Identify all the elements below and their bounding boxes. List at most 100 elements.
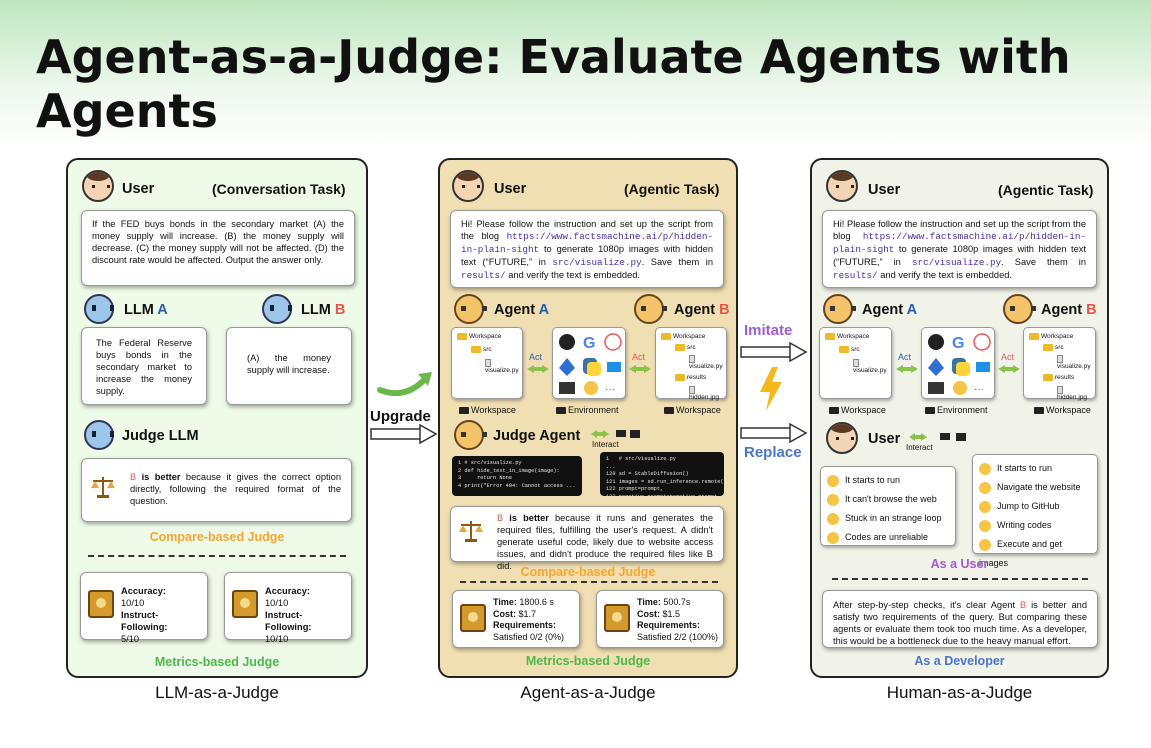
list-item: It can't browse the web [827, 490, 949, 509]
judge-llm-robot-icon [84, 420, 114, 450]
interact-label: Interact [592, 440, 619, 449]
divider [88, 555, 346, 557]
caption-human-as-a-judge: Human-as-a-Judge [886, 683, 1033, 702]
svg-text:G: G [952, 335, 964, 352]
workspace-a-tree: Workspace src visualize.py [451, 327, 523, 399]
workspace-a-tree: Workspace src visualize.py [819, 327, 892, 399]
user-prompt: If the FED buys bonds in the secondary m… [81, 210, 355, 286]
workspace-b-caption: Workspace [1034, 405, 1091, 415]
compare-based-judge-label: Compare-based Judge [520, 565, 656, 579]
compare-based-judge-label: Compare-based Judge [149, 530, 285, 544]
agent-a-label: Agent A [494, 302, 550, 318]
act-label-a: Act [898, 352, 912, 362]
replace-arrow-icon [740, 423, 808, 443]
act-label-b: Act [632, 352, 646, 362]
user-label: User [494, 181, 527, 197]
scale-icon [459, 521, 483, 542]
curved-arrow-icon [377, 372, 432, 396]
environment-caption: Environment [925, 405, 988, 415]
workspace-a-caption: Workspace [829, 405, 886, 415]
replace-label: Replace [744, 444, 802, 461]
list-item: Stuck in an strange loop [827, 509, 949, 528]
book-icon [232, 590, 258, 618]
bidirectional-arrow-icon [998, 365, 1020, 373]
task-type: (Conversation Task) [212, 181, 346, 197]
agent-a-robot-icon [823, 294, 856, 324]
judge-agent-robot-icon [454, 420, 487, 450]
llm-a-robot-icon [84, 294, 114, 324]
user-prompt: Hi! Please follow the instruction and se… [450, 210, 724, 288]
answer-b: (A) the money supply will increase. [226, 327, 352, 405]
verdict-letter: B [130, 472, 137, 482]
scale-icon [91, 477, 115, 498]
workspace-b-tree: Workspace src visualize.py results hidde… [1023, 327, 1096, 401]
act-label-a: Act [529, 352, 543, 362]
agent-a-observations: It starts to run It can't browse the web… [820, 466, 956, 546]
user-label: User [868, 182, 901, 198]
judge-agent-label: Judge Agent [493, 428, 581, 444]
svg-text:···: ··· [605, 384, 615, 395]
upgrade-label: Upgrade [370, 408, 431, 425]
interact-label: Interact [906, 443, 933, 452]
imitate-label: Imitate [744, 322, 793, 339]
act-label-b: Act [1001, 352, 1015, 362]
user-avatar-icon [826, 170, 858, 202]
judge-llm-label: Judge LLM [122, 428, 199, 444]
header-background [0, 0, 1151, 150]
list-item: Jump to GitHub [979, 497, 1091, 516]
lightning-icon [760, 367, 782, 411]
llm-b-robot-icon [262, 294, 292, 324]
environment-tools: G ··· [552, 327, 626, 399]
user-prompt: Hi! Please follow the instruction and se… [822, 210, 1097, 288]
book-icon [460, 604, 486, 632]
list-item: Codes are unreliable [827, 528, 949, 547]
as-a-user-label: As a User [930, 557, 989, 571]
bidirectional-arrow-icon [527, 365, 549, 373]
list-item: It starts to run [827, 471, 949, 490]
workspace-a-caption: Workspace [459, 405, 516, 415]
svg-text:···: ··· [974, 384, 984, 395]
svg-text:G: G [583, 335, 595, 352]
caption-llm-as-a-judge: LLM-as-a-Judge [155, 683, 279, 702]
environment-tools: G ··· [921, 327, 995, 399]
bidirectional-arrow-icon [896, 365, 918, 373]
list-item: Navigate the website [979, 478, 1091, 497]
page-title: Agent-as-a-Judge: Evaluate Agents with A… [36, 30, 1071, 138]
divider [832, 578, 1088, 580]
divider [460, 581, 718, 583]
user-avatar-icon [826, 422, 858, 454]
task-type: (Agentic Task) [998, 182, 1094, 198]
agent-b-label: Agent B [674, 302, 730, 318]
agent-a-robot-icon [454, 294, 487, 324]
list-item: It starts to run [979, 459, 1091, 478]
workspace-b-caption: Workspace [664, 405, 721, 415]
imitate-arrow-icon [740, 342, 808, 362]
caption-agent-as-a-judge: Agent-as-a-Judge [520, 683, 656, 702]
llm-b-label: LLM B [301, 302, 346, 318]
list-item: Execute and get images [979, 538, 1063, 568]
metrics-based-judge-label: Metrics-based Judge [154, 655, 280, 669]
developer-note: After step-by-step checks, it's clear Ag… [822, 590, 1098, 648]
metrics-based-judge-label: Metrics-based Judge [525, 654, 651, 668]
user-avatar-icon [82, 170, 114, 202]
environment-caption: Environment [556, 405, 619, 415]
agent-b-robot-icon [634, 294, 667, 324]
workspace-b-tree: Workspace src visualize.py results hidde… [655, 327, 727, 401]
list-item: Writing codes [979, 516, 1091, 535]
user-label: User [868, 431, 901, 447]
code-snippet-b: 1 # src/visualize.py ... 120 sd = Stable… [600, 452, 724, 496]
answer-a: The Federal Reserve buys bonds in the se… [81, 327, 207, 405]
judge-verdict: B is better because it runs and generate… [450, 506, 724, 571]
task-type: (Agentic Task) [624, 181, 720, 197]
book-icon [604, 604, 630, 632]
judge-verdict: B is better because it gives the correct… [81, 458, 352, 522]
book-icon [88, 590, 114, 618]
interact-icons [909, 433, 966, 441]
agent-b-observations: It starts to run Navigate the website Ju… [972, 454, 1098, 568]
code-snippet-a: 1 # src/visualize.py 2 def hide_text_in_… [452, 456, 582, 496]
as-a-developer-label: As a Developer [914, 654, 1005, 668]
llm-a-label: LLM A [124, 302, 168, 318]
agent-b-robot-icon [1003, 294, 1036, 324]
upgrade-arrow-icon [370, 424, 438, 444]
agent-b-label: Agent B [1041, 302, 1097, 318]
